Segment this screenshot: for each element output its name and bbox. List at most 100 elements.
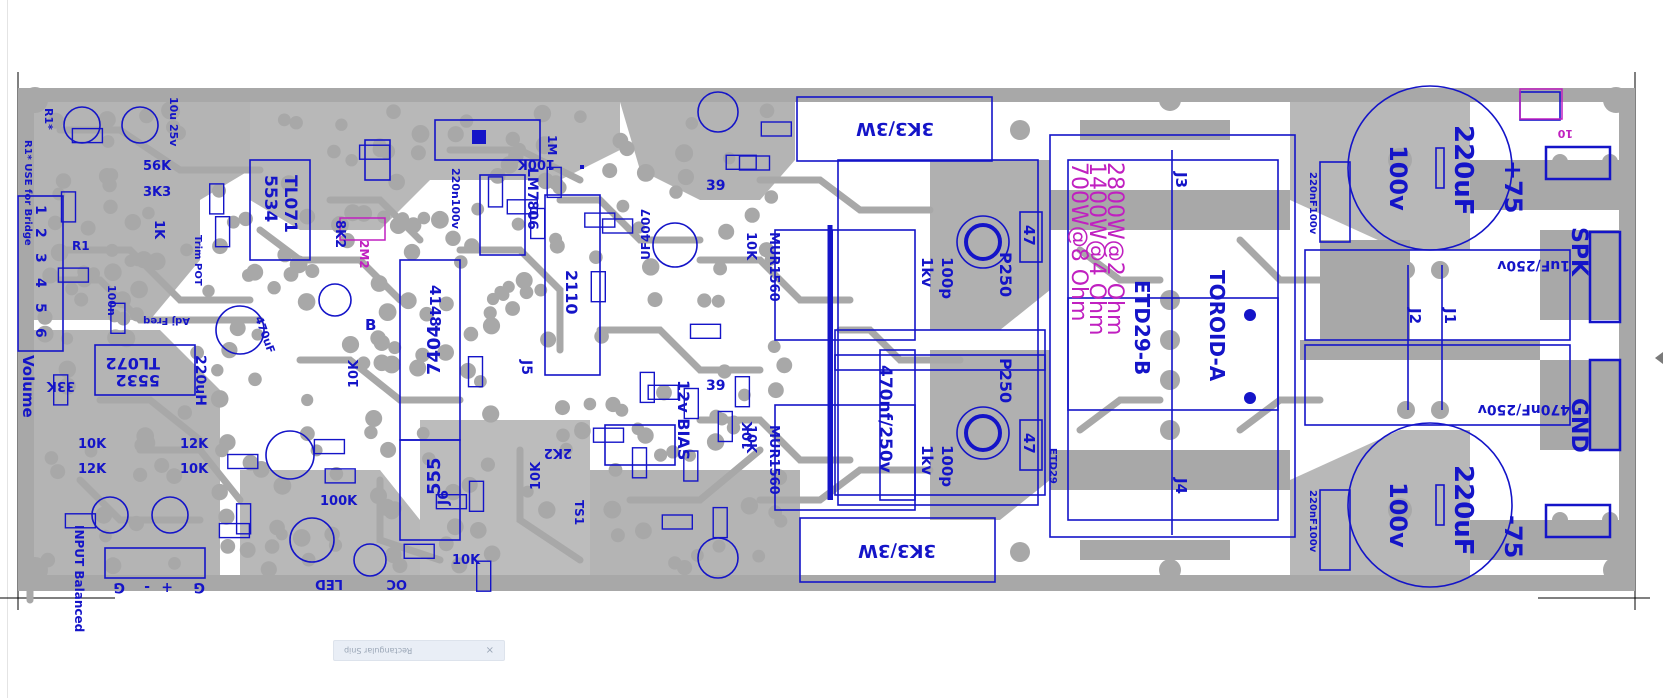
pad [534,283,548,297]
small-component-outline [467,356,484,388]
pad [388,341,402,355]
pad [559,442,573,456]
label-b: B [365,316,376,334]
pad [163,103,181,120]
pad [65,282,79,296]
label-2110: 2110 [562,270,581,315]
pad [101,135,115,148]
pad [42,267,59,284]
pad [635,522,652,540]
input-header [104,547,206,579]
pad [246,263,264,281]
small-component-outline [208,183,225,215]
pad [95,506,112,524]
pad [44,451,59,465]
label-5532: 5532 [115,371,160,390]
pad [594,329,609,344]
label-3k3-bottom: 3K3/3W [858,540,936,561]
label-gnd: GND [1566,398,1591,453]
label-cap1uf: 1uF/250v [1497,257,1570,273]
pad [768,382,784,399]
pad [610,528,625,543]
scroll-right-arrow-icon[interactable] [1655,352,1663,364]
pad [329,467,344,481]
pad [267,281,281,295]
pad [654,448,668,462]
close-icon[interactable]: × [485,645,494,656]
rectangular-snip-toolbar[interactable]: Rectangular Snip × [333,640,505,661]
pad [327,144,341,159]
pad [166,468,183,484]
pad [549,238,565,254]
small-component-outline [358,144,391,160]
label-mur-a: MUR1560 [766,232,781,302]
pad [677,168,695,186]
volume-pin-1: 1 [32,205,48,215]
volume-connector [17,195,64,352]
pad [399,292,417,310]
label-cap-bottom-v: 100v [1384,482,1412,548]
label-transformer-b: ETD29-B [1130,280,1154,375]
label-r12k-a: 12K [180,437,209,452]
pad [301,393,314,407]
ic-tl071 [249,159,311,261]
small-component-outline [435,494,468,510]
pad [98,111,116,129]
pad [717,364,732,379]
label-j4: J4 [1172,477,1190,494]
pad [668,556,682,570]
pad [103,199,118,214]
label-minus75: -75 [1499,515,1527,558]
pad [190,345,205,360]
pad [683,449,696,462]
label-tl071: TL071 [280,175,300,233]
pad [740,497,759,515]
pad [632,221,645,234]
pad [297,293,316,311]
pad [537,172,554,190]
pad [300,426,315,442]
label-cap-rail1: 220nF100v [1307,172,1318,235]
pad [47,112,64,129]
pad [416,426,430,440]
label-r39b: 39 [706,378,725,394]
power-rating-note: 2800W@2 Ohm 1400W@4 Ohm 700W@8 Ohm [1066,162,1127,335]
small-component-outline [476,560,492,592]
pad [242,454,259,471]
pad [129,307,144,322]
pad [370,275,388,292]
pad [264,539,280,554]
label-10k-b: 10K [743,425,758,454]
pad [139,108,155,124]
pad [706,433,725,451]
pad [445,483,462,501]
small-component-outline [584,212,616,228]
snip-label: Rectangular Snip [344,646,413,655]
label-555: 555 [424,457,445,495]
pad [107,329,124,346]
label-470nf-out: 470nf/250v [875,365,895,473]
pad [438,536,454,552]
pad [446,518,464,536]
volume-pin-4: 4 [32,278,48,288]
pad [419,306,435,322]
label-bias: 12v BIAS [674,380,693,460]
pad [445,230,461,246]
pad [417,211,431,225]
pad [533,104,552,123]
label-res47b: 47 [1020,433,1038,454]
label-trim-pot: Trim POT [192,235,203,286]
label-220n100v: 220n100v [449,168,462,230]
label-r56k: 56K [143,159,172,174]
pad [377,210,391,224]
pad [647,292,663,308]
pad [277,113,291,127]
pad [370,330,386,346]
pad [583,397,597,411]
pad [221,342,238,359]
pad [105,243,119,257]
small-component-outline [689,323,722,339]
pad [392,558,408,574]
pad [98,168,116,185]
pad [482,405,500,423]
